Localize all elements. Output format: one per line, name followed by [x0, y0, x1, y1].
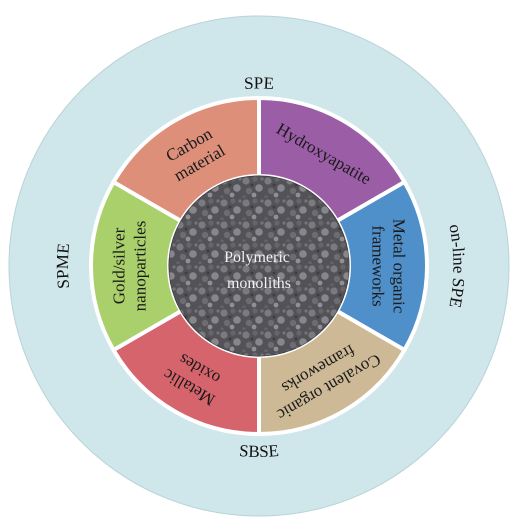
ring-label-right-text: on-line SPE [445, 223, 468, 310]
center-label: Polymeric monoliths [224, 249, 294, 292]
sector-label-gold-silver-line-2: nanoparticles [131, 221, 150, 312]
ring-label-top-text: SPE [244, 73, 275, 93]
center-texture [169, 176, 349, 356]
ring-label-bottom: SBSE [238, 441, 279, 461]
sector-label-gold-silver-line-1: Gold/silver [110, 227, 129, 304]
center-label-line-2: monoliths [227, 275, 291, 292]
ring-label-right: on-line SPE [445, 223, 468, 310]
ring-label-top: SPE [244, 73, 275, 93]
sector-label-mof-line-2: frameworks [369, 225, 388, 306]
sector-label-mof: Metal organicframeworks [369, 219, 409, 314]
center-label-line-1: Polymeric [224, 249, 290, 266]
sector-label-mof-line-1: Metal organic [390, 219, 409, 314]
ring-label-left: SPME [53, 242, 73, 289]
ring-label-bottom-text: SBSE [238, 441, 279, 461]
ring-label-left-text: SPME [53, 242, 73, 289]
